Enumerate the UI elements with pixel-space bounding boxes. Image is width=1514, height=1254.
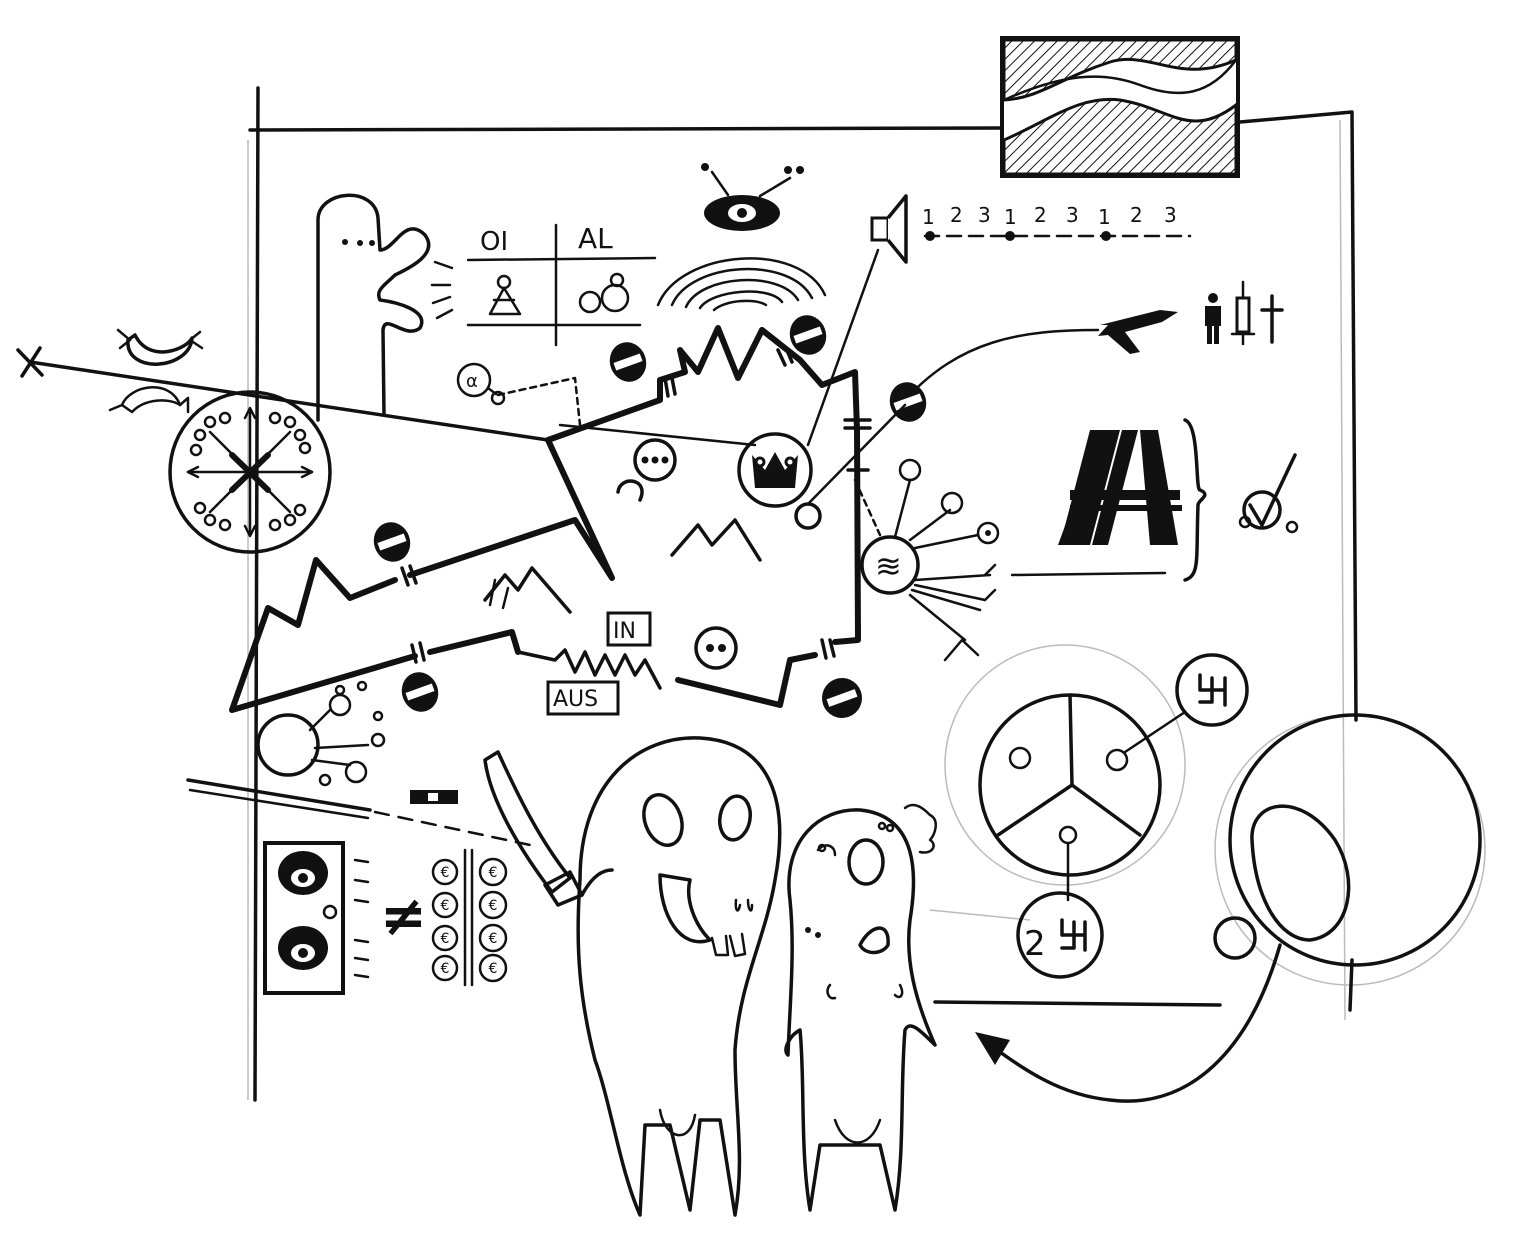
curly-brace: [1183, 418, 1207, 582]
svg-text:€: €: [441, 931, 450, 947]
svg-text:1: 1: [1004, 205, 1017, 229]
in-label: IN: [613, 619, 636, 644]
resistor-icon: [516, 648, 662, 690]
svg-text:€: €: [441, 865, 450, 881]
wave-picture: [1000, 36, 1240, 178]
svg-text:2: 2: [950, 203, 963, 227]
not-equal-sign: ≠: [380, 884, 427, 949]
swastika-number-node: 2: [1016, 891, 1104, 979]
knife-icon: [186, 750, 572, 894]
svg-text:3: 3: [978, 203, 991, 227]
power-node: ≋: [860, 458, 1000, 662]
airplane-icon: [1098, 310, 1178, 354]
tall-ghost-figure: [543, 736, 782, 1217]
alpha-node: α: [456, 362, 506, 406]
in-aus-resistor: IN AUS: [516, 611, 662, 716]
svg-text:€: €: [441, 961, 450, 977]
small-ghost-figure: [784, 803, 937, 1212]
globe-icon: [975, 713, 1482, 1103]
euro-coins: € € € € € € € €: [431, 848, 508, 987]
svg-text:3: 3: [1066, 203, 1079, 227]
board-frame: [248, 86, 1358, 1102]
bold-letter-a: [1058, 430, 1182, 545]
waving-ghost: [316, 193, 454, 422]
mountains-icon: [483, 518, 762, 614]
approved-check: [1238, 453, 1299, 534]
svg-text:1: 1: [1098, 205, 1111, 229]
person-icon: [1205, 293, 1221, 344]
capacitor-icon: [400, 346, 872, 664]
table-header-left: OI: [480, 227, 508, 257]
bubbles-icon: [578, 272, 630, 314]
segmented-circle: [978, 693, 1187, 902]
svg-text:α: α: [466, 371, 478, 392]
svg-text:2: 2: [1130, 203, 1143, 227]
svg-text:€: €: [489, 865, 498, 881]
svg-text:€: €: [441, 898, 450, 914]
svg-text:€: €: [489, 898, 498, 914]
swastika-icon: [1175, 653, 1249, 727]
main-circuit: [229, 325, 882, 713]
speech-bubble-icon: [616, 438, 677, 502]
svg-text:2: 2: [1024, 924, 1046, 964]
bubbles-cluster: [256, 680, 386, 787]
svg-text:€: €: [489, 931, 498, 947]
sausage-icon: [108, 328, 204, 414]
watching-eye-icon: [701, 163, 804, 231]
svg-text:3: 3: [1164, 203, 1177, 227]
eye-tv-box: [263, 841, 370, 995]
table-header-right: AL: [578, 222, 613, 255]
crown-icon: [737, 403, 907, 530]
syringe-icon: [1230, 280, 1256, 346]
cross-icon: [1260, 294, 1284, 344]
oi-al-table: OI AL: [466, 222, 657, 347]
snout-icon: [694, 626, 738, 670]
person-outline-icon: [488, 274, 522, 316]
svg-text:1: 1: [922, 205, 935, 229]
signal-waves-icon: [656, 257, 827, 312]
aus-label: AUS: [553, 687, 598, 712]
count-sequence: 1 2 3 1 2 3 1 2 3: [922, 203, 1192, 241]
compass-icon: [168, 390, 332, 554]
speaker-icon: [870, 194, 908, 264]
svg-text:≋: ≋: [875, 547, 902, 585]
svg-text:€: €: [489, 961, 498, 977]
tree-icon: [908, 563, 997, 662]
svg-text:2: 2: [1034, 203, 1047, 227]
